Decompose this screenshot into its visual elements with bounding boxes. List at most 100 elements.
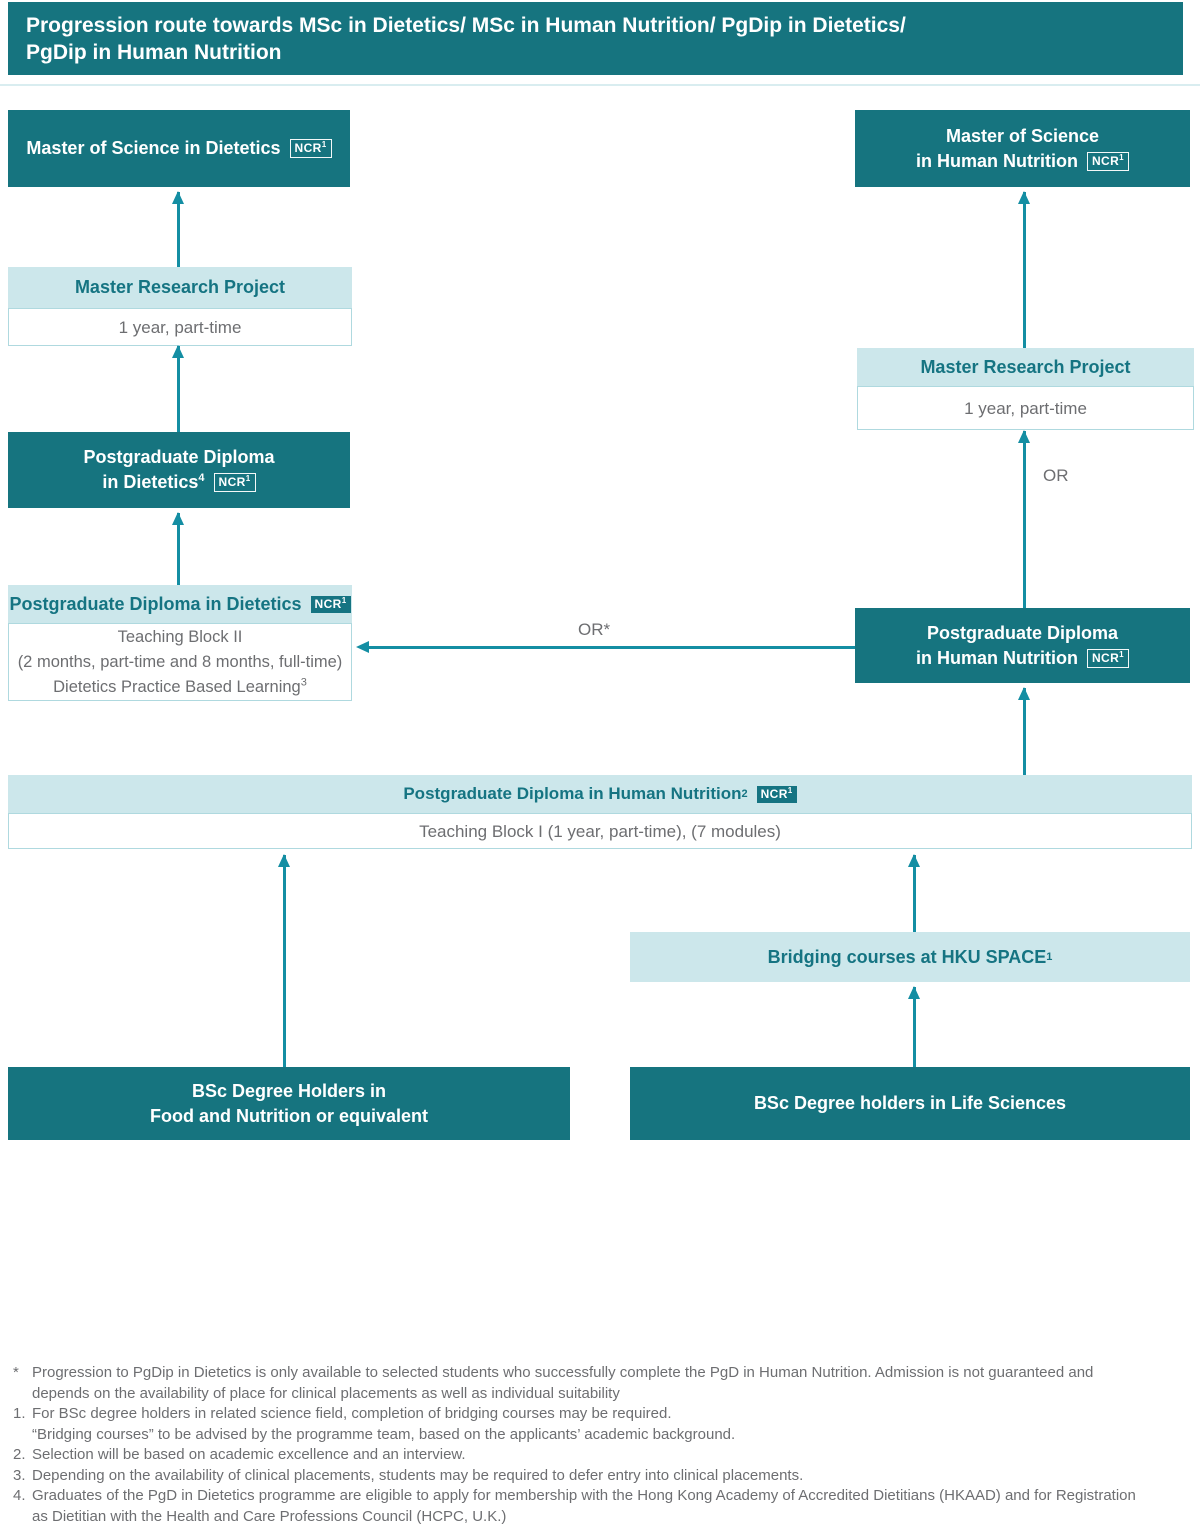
- footnote-line: Selection will be based on academic exce…: [32, 1446, 466, 1463]
- ncr-badge-text: NCR: [1091, 153, 1120, 168]
- footnote-marker: 4.: [13, 1487, 26, 1504]
- ncr-badge: NCR1: [756, 785, 797, 803]
- footnote-4: 4. Graduates of the PgD in Dietetics pro…: [10, 1486, 1192, 1525]
- msc-dietetics-label: Master of Science in Dietetics: [26, 138, 281, 158]
- pgdip-dietetics-dark-label: in Dietetics: [102, 472, 199, 492]
- ncr-badge: NCR1: [1086, 151, 1130, 171]
- arrow-pgdiphuman-to-mrp-right: [1018, 430, 1030, 608]
- footnote-marker: *: [13, 1364, 19, 1381]
- box-master-research-left-body: 1 year, part-time: [8, 308, 352, 346]
- pgdip-human-line1: Postgraduate Diploma: [926, 622, 1119, 643]
- box-pgdip-dietetics-dark: Postgraduate Diploma in Dietetics4 NCR1: [8, 432, 350, 508]
- arrow-widebox-to-pgdiphuman: [1018, 687, 1030, 775]
- ncr-badge-text: NCR: [314, 596, 342, 611]
- box-pgdip-dietetics-light: Postgraduate Diploma in Dietetics NCR1 Te…: [8, 585, 352, 701]
- teaching-block-2-line3-text: Dietetics Practice Based Learning: [53, 677, 301, 696]
- ncr-badge: NCR1: [289, 139, 332, 158]
- footnote-line: depends on the availability of place for…: [32, 1384, 620, 1402]
- footnote-line: as Dietitian with the Health and Care Pr…: [32, 1507, 507, 1525]
- arrow-pgdiplight-to-pgdipdark: [172, 512, 184, 585]
- footnote-line: Graduates of the PgD in Dietetics progra…: [32, 1487, 1136, 1504]
- box-msc-dietetics-title: Master of Science in Dietetics NCR1: [26, 136, 332, 161]
- ncr-badge-text: NCR: [760, 786, 788, 801]
- box-master-research-right-header: Master Research Project: [857, 348, 1194, 386]
- footnote-1: 1. For BSc degree holders in related sci…: [10, 1404, 1192, 1445]
- box-bsc-life-sciences: BSc Degree holders in Life Sciences: [630, 1067, 1190, 1140]
- footnote-text: Depending on the availability of clinica…: [32, 1466, 1192, 1487]
- footnote-line: “Bridging courses” to be advised by the …: [32, 1425, 736, 1443]
- ncr-badge-sup: 1: [245, 474, 251, 483]
- footnotes: * Progression to PgDip in Dietetics is o…: [10, 1363, 1192, 1525]
- footnote-text: For BSc degree holders in related scienc…: [32, 1404, 1192, 1445]
- ncr-badge-text: NCR: [218, 475, 246, 489]
- teaching-block-2-footref: 3: [300, 676, 307, 688]
- bsc-life-label: BSc Degree holders in Life Sciences: [753, 1093, 1067, 1113]
- bsc-food-line1: BSc Degree Holders in: [191, 1080, 387, 1101]
- box-master-research-right: Master Research Project 1 year, part-tim…: [857, 348, 1194, 430]
- box-bsc-food-nutrition: BSc Degree Holders in Food and Nutrition…: [8, 1067, 570, 1140]
- box-master-research-left-header: Master Research Project: [8, 267, 352, 308]
- or-label: OR: [1043, 466, 1069, 485]
- page-title-line1: Progression route towards MSc in Dieteti…: [26, 13, 906, 37]
- box-pgdip-human-wide-body: Teaching Block I (1 year, part-time), (7…: [8, 813, 1192, 849]
- msc-human-line1: Master of Science: [945, 125, 1100, 146]
- ncr-badge-sup: 1: [1119, 649, 1125, 659]
- box-master-research-left: Master Research Project 1 year, part-tim…: [8, 267, 352, 346]
- pgdip-human-wide-title: Postgraduate Diploma in Human Nutrition: [403, 784, 742, 803]
- footnote-marker: 2.: [13, 1446, 26, 1463]
- pgdip-dietetics-dark-line2: in Dietetics4 NCR1: [102, 470, 256, 495]
- master-research-right-duration: 1 year, part-time: [964, 398, 1087, 418]
- footnote-2: 2. Selection will be based on academic e…: [10, 1445, 1192, 1466]
- teaching-block-2-line3: Dietetics Practice Based Learning3: [53, 675, 307, 700]
- arrow-bscfood-to-widebox: [278, 854, 290, 1067]
- teaching-block-1-label: Teaching Block I (1 year, part-time), (7…: [419, 821, 781, 841]
- ncr-badge-text: NCR: [294, 141, 322, 155]
- or-star-label: OR*: [578, 620, 611, 639]
- ncr-badge-sup: 1: [1119, 152, 1125, 162]
- teaching-block-2-line1: Teaching Block II: [117, 627, 243, 646]
- arrow-mrp-to-msc-dietetics: [172, 191, 184, 267]
- footnote-line: Progression to PgDip in Dietetics is onl…: [32, 1364, 1094, 1381]
- box-pgdip-dietetics-light-body: Teaching Block II (2 months, part-time a…: [8, 623, 352, 701]
- arrow-bsclife-to-bridging: [908, 986, 920, 1067]
- footnote-text: Selection will be based on academic exce…: [32, 1445, 1192, 1466]
- pgdip-dietetics-dark-footref: 4: [198, 472, 205, 484]
- pgdip-dietetics-dark-line1: Postgraduate Diploma: [83, 447, 275, 467]
- page-title-line2: PgDip in Human Nutrition: [26, 40, 282, 64]
- ncr-badge-sup: 1: [341, 595, 347, 605]
- page-title: Progression route towards MSc in Dieteti…: [8, 2, 1183, 75]
- box-msc-human-nutrition: Master of Science in Human Nutrition NCR1: [855, 110, 1190, 187]
- footnote-line: For BSc degree holders in related scienc…: [32, 1405, 672, 1422]
- master-research-right-title: Master Research Project: [920, 356, 1131, 377]
- master-research-left-duration: 1 year, part-time: [118, 317, 242, 337]
- footnote-3: 3. Depending on the availability of clin…: [10, 1466, 1192, 1487]
- footnote-text: Progression to PgDip in Dietetics is onl…: [32, 1363, 1192, 1404]
- arrow-pgdipdark-to-mrp-left: [172, 345, 184, 432]
- box-pgdip-dietetics-light-header: Postgraduate Diploma in Dietetics NCR1: [8, 585, 352, 623]
- footnote-marker: 3.: [13, 1466, 26, 1484]
- arrow-mrp-to-msc-human: [1018, 191, 1030, 348]
- ncr-badge: NCR1: [1086, 648, 1130, 668]
- footnote-asterisk: * Progression to PgDip in Dietetics is o…: [10, 1363, 1192, 1404]
- msc-human-label: in Human Nutrition: [915, 150, 1078, 171]
- bridging-courses-label: Bridging courses at HKU SPACE: [767, 946, 1047, 967]
- footnote-line: Depending on the availability of clinica…: [32, 1466, 804, 1484]
- ncr-badge-text: NCR: [1091, 650, 1120, 665]
- footnote-marker: 1.: [13, 1405, 26, 1422]
- msc-human-line2: in Human Nutrition NCR1: [915, 149, 1130, 174]
- box-msc-dietetics: Master of Science in Dietetics NCR1: [8, 110, 350, 187]
- ncr-badge-sup: 1: [787, 785, 793, 795]
- ncr-badge: NCR1: [213, 473, 256, 492]
- pgdip-dietetics-light-title: Postgraduate Diploma in Dietetics: [9, 593, 302, 614]
- teaching-block-2-line2: (2 months, part-time and 8 months, full-…: [17, 652, 343, 671]
- footnote-text: Graduates of the PgD in Dietetics progra…: [32, 1486, 1192, 1525]
- ncr-badge: NCR1: [310, 595, 351, 613]
- bsc-food-line2: Food and Nutrition or equivalent: [150, 1105, 428, 1126]
- arrow-bridging-to-widebox: [908, 854, 920, 932]
